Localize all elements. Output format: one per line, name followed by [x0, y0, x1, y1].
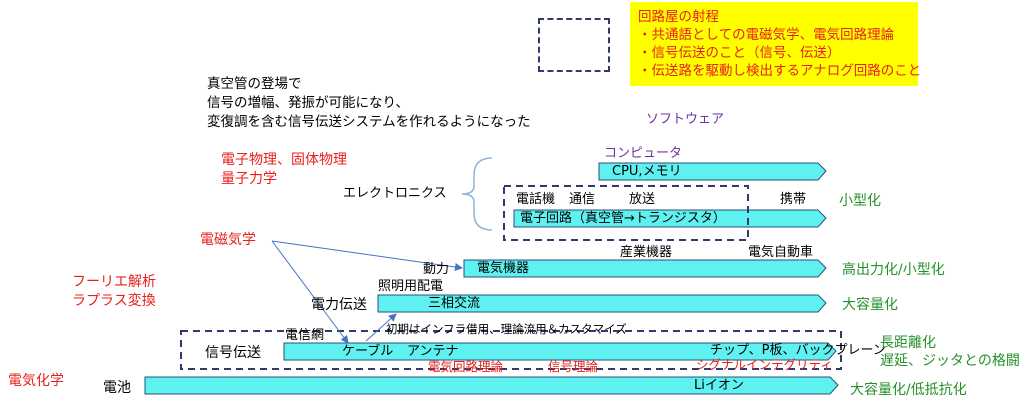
- annotation-circuit-theory: 電気回路理論: [428, 359, 504, 374]
- bar-text-electronic-circuit: 電子回路（真空管→トランジスタ）: [520, 211, 726, 226]
- vacuum-note-line-2: 信号の増幅、発振が可能になり、: [207, 95, 409, 111]
- legend-line-2: ・信号伝送のこと（信号、伝送）: [638, 45, 841, 61]
- right-label-capacity-resistance: 大容量化/低抵抗化: [850, 382, 967, 398]
- vacuum-note-line-3: 変復調を含む信号伝送システムを作れるようになった: [207, 114, 531, 130]
- annotation-lighting: 照明用配電: [378, 279, 444, 294]
- annotation-signal-integrity: シグナルインテグリティ: [696, 357, 833, 372]
- label-computer: コンピュータ: [604, 146, 683, 161]
- annotation-broadcast: 放送: [629, 192, 656, 207]
- electronics-brace: [461, 157, 493, 231]
- annotation-ev: 電気自動車: [748, 245, 814, 260]
- label-laplace: ラプラス変換: [72, 293, 156, 309]
- bar-text-three-phase: 三相交流: [428, 296, 481, 311]
- annotation-industrial: 産業機器: [620, 245, 673, 260]
- annotation-mobile: 携帯: [780, 192, 807, 207]
- bar-three-phase: [377, 294, 827, 313]
- bar-cable: [283, 342, 837, 361]
- bar-text-li-ion: Liイオン: [694, 378, 744, 393]
- label-power: 動力: [423, 262, 450, 277]
- annotation-early-use: 初期はインフラ借用、理論流用＆カスタマイズ: [386, 322, 627, 336]
- label-software: ソフトウェア: [646, 112, 725, 127]
- annotation-telecom-network: 電信網: [285, 328, 325, 343]
- signal-dashed-frame: [180, 330, 842, 370]
- right-label-large-capacity: 大容量化: [842, 297, 898, 313]
- annotation-telephone: 電話機: [516, 192, 556, 207]
- scope-legend-box: 回路屋の射程 ・共通語としての電磁気学、電気回路理論 ・信号伝送のこと（信号、伝…: [630, 2, 922, 86]
- bar-li-ion: [144, 376, 839, 395]
- right-label-long-distance: 長距離化: [880, 335, 936, 351]
- label-battery: 電池: [103, 380, 131, 396]
- label-quantum: 量子力学: [221, 171, 277, 187]
- bar-text-electric-machine: 電気機器: [477, 261, 530, 276]
- bar-text-antenna: アンテナ: [407, 344, 459, 359]
- label-fourier: フーリエ解析: [72, 274, 156, 290]
- bar-electric-machine: [463, 259, 827, 278]
- vacuum-note-line-1: 真空管の登場で: [207, 76, 302, 92]
- bar-text-cpu: CPU,メモリ: [612, 164, 682, 179]
- legend-title: 回路屋の射程: [638, 9, 719, 25]
- label-electrochemistry: 電気化学: [8, 373, 64, 389]
- electronics-dashed-frame: [503, 185, 749, 241]
- arrow-to-cable: [271, 240, 349, 344]
- annotation-communication: 通信: [569, 192, 596, 207]
- label-electronics: エレクトロニクス: [343, 186, 447, 201]
- arrow-to-power: [271, 240, 463, 271]
- empty-dashed-frame: [538, 18, 610, 72]
- bar-text-cable: ケーブル: [342, 344, 394, 359]
- right-label-high-power: 高出力化/小型化: [842, 262, 945, 278]
- label-signal-transmission: 信号伝送: [205, 345, 261, 361]
- arrow-to-three-phase-up: [365, 313, 397, 342]
- label-electron-physics: 電子物理、固体物理: [221, 152, 347, 168]
- annotation-chip-board: チップ、P板、バックプレーン: [710, 343, 886, 358]
- legend-line-1: ・共通語としての電磁気学、電気回路理論: [638, 27, 895, 43]
- bar-cpu: [598, 162, 827, 181]
- right-label-miniaturization: 小型化: [839, 193, 881, 209]
- legend-line-3: ・伝送路を駆動し検出するアナログ回路のこと: [638, 63, 922, 79]
- annotation-signal-theory: 信号理論: [548, 359, 599, 374]
- label-power-transmission: 電力伝送: [311, 297, 367, 313]
- label-electromagnetism: 電磁気学: [200, 232, 256, 248]
- right-label-delay-jitter: 遅延、ジッタとの格闘: [880, 353, 1020, 369]
